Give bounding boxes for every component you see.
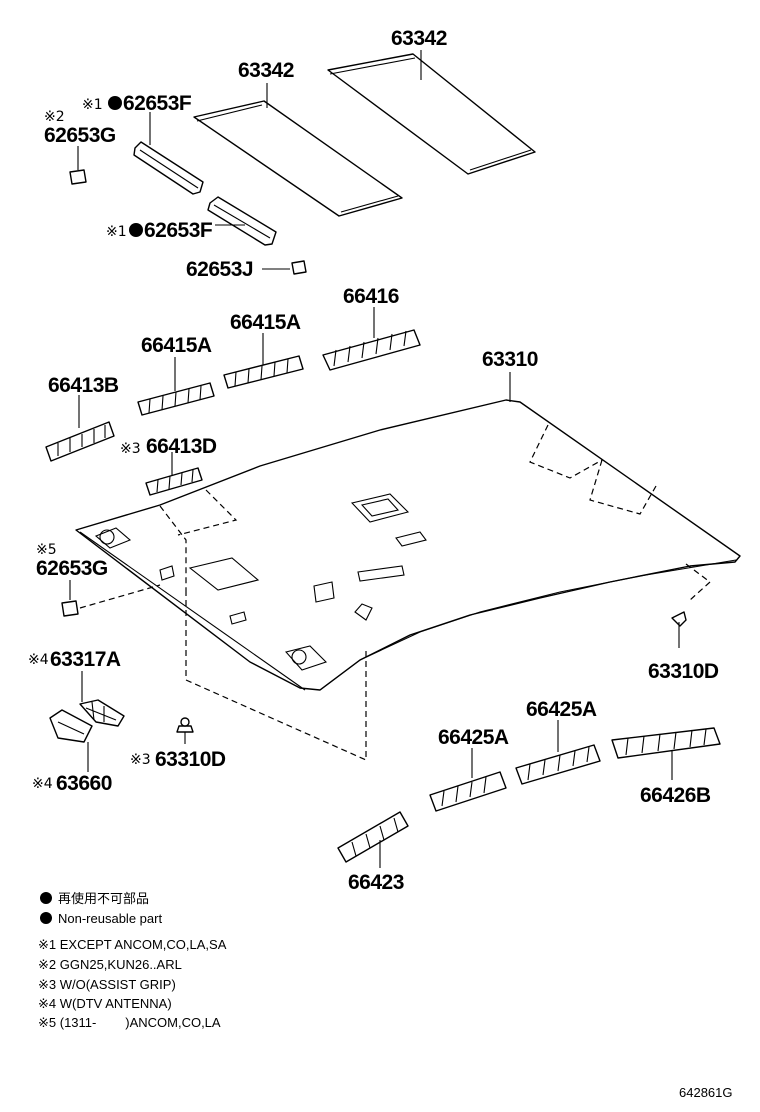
part-label-66413D: 66413D [146, 435, 217, 458]
note-mark-62653F-bottom: ※1 [106, 224, 127, 240]
non-reusable-dot-icon [129, 223, 143, 237]
clip-strip-66425A-left [429, 771, 507, 812]
part-label-62653F-top: 62653F [123, 92, 192, 115]
legend: 再使用不可部品 Non-reusable part ※1 EXCEPT ANCO… [38, 891, 227, 1030]
part-label-66423: 66423 [348, 871, 404, 894]
roof-pad-front [193, 100, 403, 217]
part-label-62653F-bottom: 62653F [144, 219, 213, 242]
cover-63660 [49, 709, 93, 743]
part-label-66413B: 66413B [48, 374, 119, 397]
part-label-62653J: 62653J [186, 258, 253, 281]
legend-note-2: ※2 GGN25,KUN26..ARL [38, 957, 182, 972]
note-mark-62653G-top: ※2 [44, 109, 65, 125]
figure-id: 642861G [679, 1085, 733, 1100]
clip-63310D-left [176, 717, 194, 744]
roof-pad-rear [327, 53, 536, 175]
note-mark-62653F-top: ※1 [82, 97, 103, 113]
part-label-66415A-left: 66415A [141, 334, 212, 357]
legend-note-1: ※1 EXCEPT ANCOM,CO,LA,SA [38, 937, 227, 952]
clip-62653G-bottom [61, 600, 79, 617]
part-label-63660: 63660 [56, 772, 112, 795]
clip-62653J [291, 260, 307, 275]
clip-strip-66423 [337, 811, 409, 863]
part-label-63310: 63310 [482, 348, 538, 371]
legend-note-3: ※3 W/O(ASSIST GRIP) [38, 977, 176, 992]
part-label-63317A: 63317A [50, 648, 121, 671]
clip-strip-66416 [322, 329, 421, 371]
part-label-62653G-top: 62653G [44, 124, 116, 147]
part-label-66416: 66416 [343, 285, 399, 308]
non-reusable-dot-icon [40, 912, 52, 924]
part-label-66426B: 66426B [640, 784, 711, 807]
bracket-62653F-bottom [207, 196, 277, 246]
clip-strip-66415A-left [137, 382, 215, 416]
roof-headlining-63310 [75, 399, 741, 691]
non-reusable-dot-icon [40, 892, 52, 904]
non-reusable-dot-icon [108, 96, 122, 110]
clip-62653G-top [69, 169, 87, 185]
part-label-63342-rear: 63342 [391, 27, 447, 50]
legend-non-reusable-en: Non-reusable part [58, 911, 162, 926]
note-mark-63310D-left: ※3 [130, 752, 151, 768]
part-label-66425A-left: 66425A [438, 726, 509, 749]
note-mark-66413D: ※3 [120, 441, 141, 457]
part-label-66415A-right: 66415A [230, 311, 301, 334]
clip-strip-66413D [145, 467, 203, 496]
clip-strip-66426B [611, 727, 721, 759]
part-label-63342-front: 63342 [238, 59, 294, 82]
bracket-62653F-top [133, 141, 204, 195]
clip-63310D-right [671, 611, 687, 648]
part-label-63310D-left: 63310D [155, 748, 226, 771]
note-mark-62653G-bottom: ※5 [36, 542, 57, 558]
part-label-66425A-right: 66425A [526, 698, 597, 721]
bracket-63317A [79, 699, 125, 727]
clip-strip-66413B [45, 421, 115, 462]
clip-strip-66415A-right [223, 355, 304, 389]
legend-non-reusable-jp: 再使用不可部品 [58, 891, 149, 906]
note-mark-63660: ※4 [32, 776, 53, 792]
part-label-62653G-bottom: 62653G [36, 557, 108, 580]
clip-strip-66425A-right [515, 744, 601, 785]
note-mark-63317A: ※4 [28, 652, 49, 668]
part-label-63310D-right: 63310D [648, 660, 719, 683]
legend-note-5: ※5 (1311- )ANCOM,CO,LA [38, 1015, 221, 1030]
legend-note-4: ※4 W(DTV ANTENNA) [38, 996, 172, 1011]
